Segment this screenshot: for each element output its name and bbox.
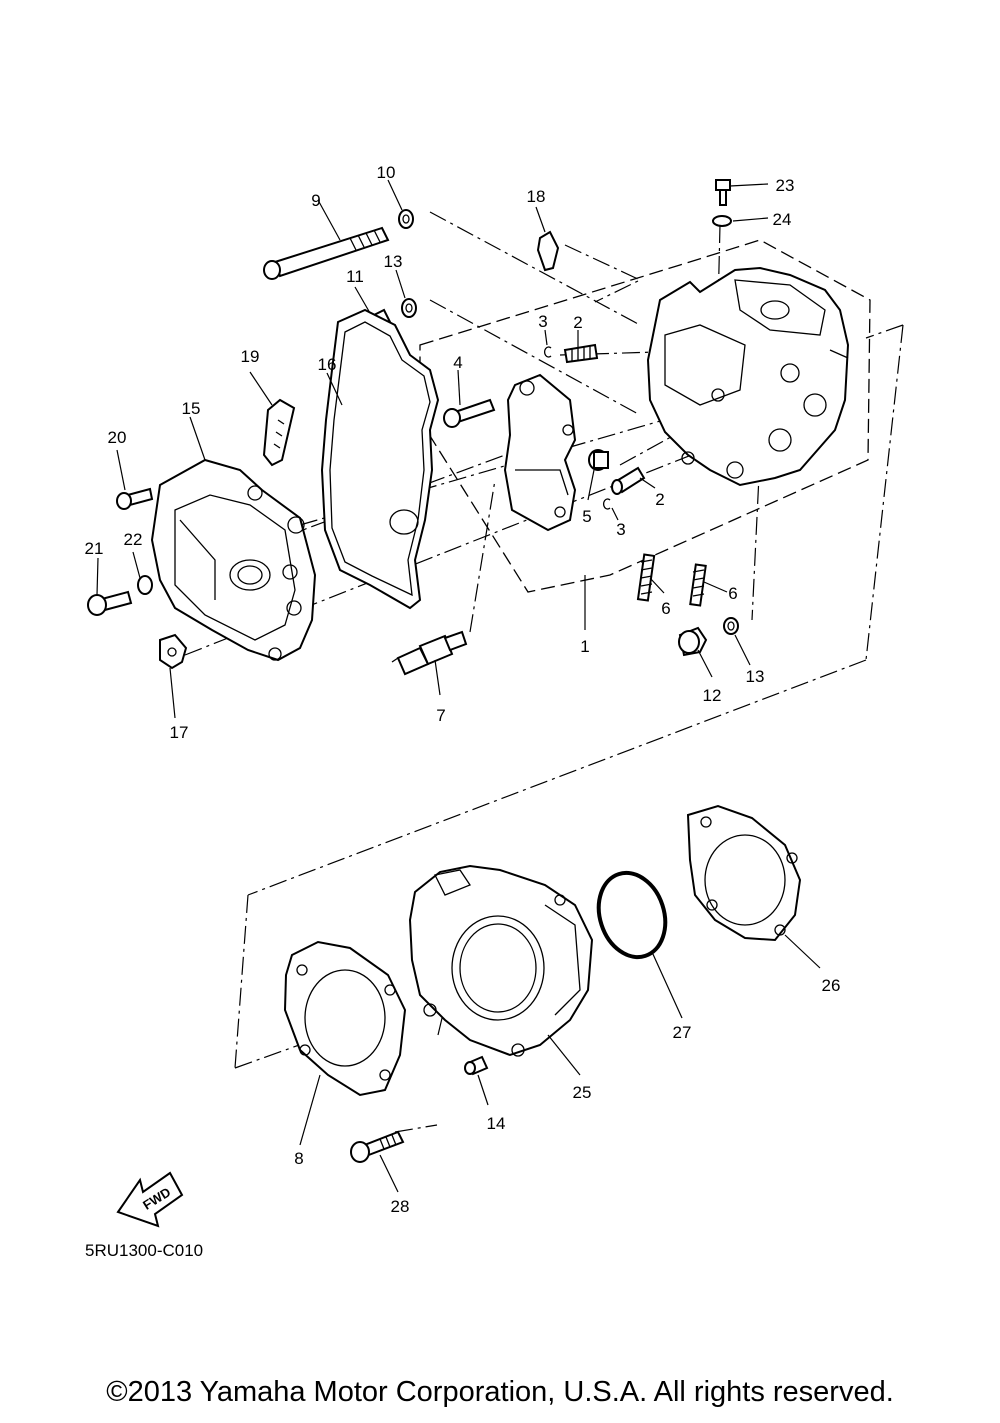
- callout-3: 3: [538, 312, 547, 331]
- callout-28: 28: [391, 1197, 410, 1216]
- cylinder-head-part: [646, 266, 850, 487]
- callout-12: 12: [703, 686, 722, 705]
- o-ring-part: [596, 870, 668, 960]
- leader-lines: [96, 179, 821, 1193]
- callout-19: 19: [241, 347, 260, 366]
- bolt-part: [87, 590, 133, 616]
- plug-part: [678, 626, 708, 657]
- callout-8: 8: [294, 1149, 303, 1168]
- bolt-part: [116, 487, 154, 510]
- callout-13: 13: [384, 252, 403, 271]
- callout-9: 9: [311, 191, 320, 210]
- valve-guide-part: [611, 466, 646, 495]
- long-bolt-part: [263, 226, 390, 280]
- callout-18: 18: [527, 187, 546, 206]
- callout-23: 23: [776, 176, 795, 195]
- stud-part: [689, 563, 707, 607]
- washer-part: [137, 575, 153, 595]
- stud-part: [636, 553, 656, 602]
- assembly-boundary-dashed: [419, 239, 871, 593]
- washer-part: [401, 298, 417, 318]
- callout-27: 27: [673, 1023, 692, 1042]
- callout-21: 21: [85, 539, 104, 558]
- diagram-code: 5RU1300-C010: [85, 1241, 204, 1260]
- callout-1: 1: [580, 637, 589, 656]
- plug-part: [588, 449, 609, 471]
- copyright-notice: ©2013 Yamaha Motor Corporation, U.S.A. A…: [106, 1376, 894, 1408]
- fwd-arrow-icon: FWD: [116, 1171, 184, 1228]
- callout-15: 15: [182, 399, 201, 418]
- rocker-assembly-part: [503, 373, 577, 532]
- head-cover-part: [150, 458, 317, 662]
- callout-2: 2: [573, 313, 582, 332]
- callout-22: 22: [124, 530, 143, 549]
- clip-part: [602, 498, 611, 510]
- callout-7: 7: [436, 706, 445, 725]
- bolt-part: [443, 398, 496, 428]
- callout-17: 17: [170, 723, 189, 742]
- callout-26: 26: [822, 976, 841, 995]
- cap-part: [536, 230, 560, 272]
- fitting-part: [159, 633, 188, 670]
- callout-14: 14: [487, 1114, 506, 1133]
- callout-5: 5: [582, 507, 591, 526]
- valve-guide-part: [563, 343, 599, 364]
- spark-plug-part: [391, 630, 468, 676]
- callout-24: 24: [773, 210, 792, 229]
- cylinder-part: [408, 864, 594, 1057]
- bolt-part: [350, 1130, 405, 1163]
- washer-part: [712, 215, 732, 227]
- callout-6: 6: [661, 599, 670, 618]
- callout-16: 16: [318, 355, 337, 374]
- callout-3: 3: [616, 520, 625, 539]
- callout-2: 2: [655, 490, 664, 509]
- callout-10: 10: [377, 163, 396, 182]
- callout-labels: 1 2 2 3 3 4 5 6 6 7 8 9 10 11 12 13 13 1…: [85, 163, 841, 1216]
- callout-25: 25: [573, 1083, 592, 1102]
- callout-13: 13: [746, 667, 765, 686]
- bolt-part: [715, 179, 731, 206]
- callout-11: 11: [346, 267, 364, 286]
- callout-20: 20: [108, 428, 127, 447]
- bracket-part: [262, 398, 296, 467]
- base-gasket-part: [283, 940, 407, 1097]
- cover-gasket-part: [320, 308, 440, 610]
- cylinder-gasket-part: [686, 804, 802, 942]
- dowel-part: [464, 1055, 489, 1076]
- washer-part: [723, 617, 739, 635]
- callout-4: 4: [453, 353, 462, 372]
- clip-part: [543, 346, 552, 358]
- washer-part: [398, 209, 414, 229]
- callout-6: 6: [728, 584, 737, 603]
